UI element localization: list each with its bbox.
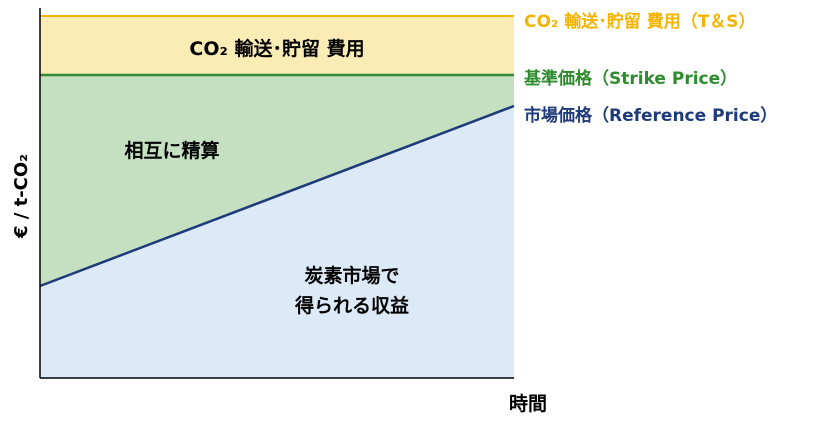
legend-reference-price: 市場価格（Reference Price） — [524, 105, 777, 126]
mutual-settlement-label: 相互に精算 — [124, 139, 219, 162]
carbon-market-revenue-line: 得られる収益 — [294, 294, 409, 317]
legend-strike-price: 基準価格（Strike Price） — [523, 68, 737, 89]
ts-cost-band-label: CO₂ 輸送･貯留 費用 — [189, 37, 364, 60]
y-axis-label: € / t-CO₂ — [11, 154, 32, 239]
legend-ts-cost: CO₂ 輸送･貯留 費用（T＆S） — [524, 11, 756, 32]
market-revenue-area — [40, 106, 514, 378]
reference-price-line — [39, 104, 515, 288]
carbon-market-revenue-label: 炭素市場で得られる収益 — [294, 264, 409, 317]
carbon-market-revenue-line: 炭素市場で — [304, 264, 399, 287]
x-axis-label: 時間 — [509, 393, 547, 415]
ts-cost-band — [40, 16, 514, 75]
